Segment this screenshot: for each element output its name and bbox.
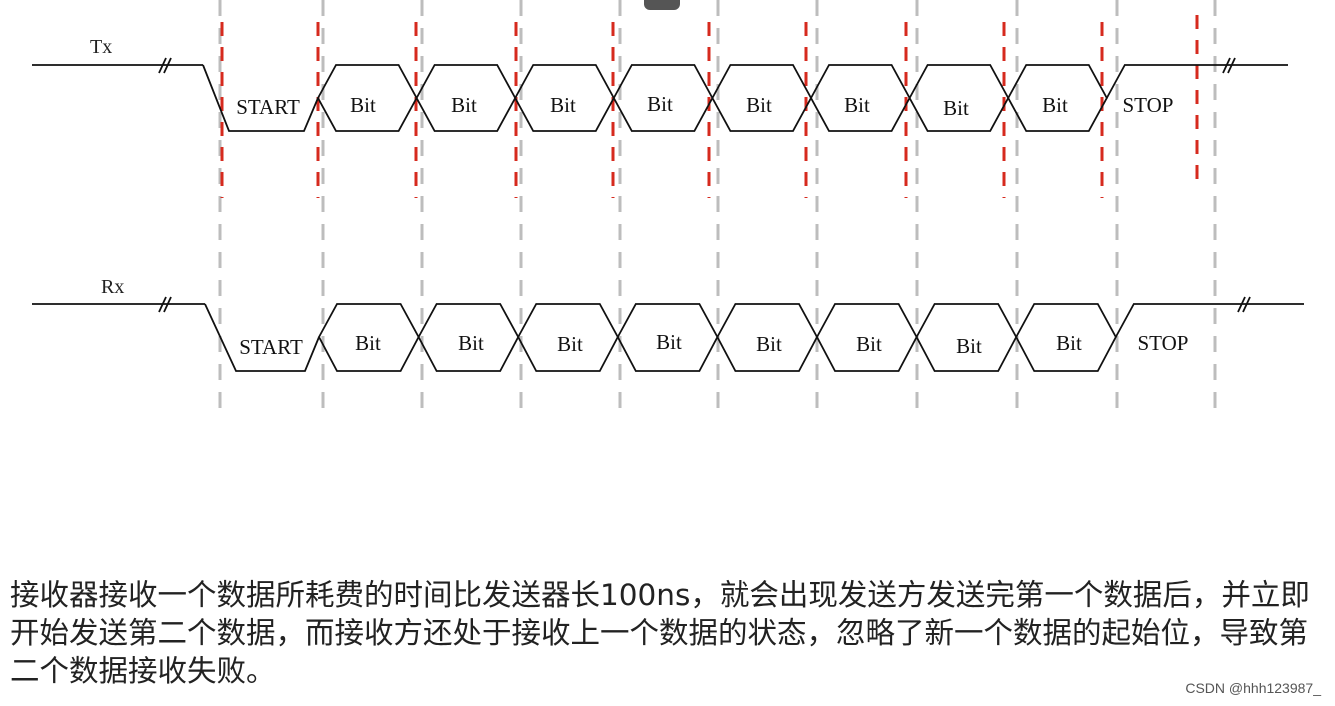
tx-segment-label-3: Bit <box>550 93 576 117</box>
tx-break-right-a <box>1222 57 1231 74</box>
rx-start-bit <box>204 303 320 372</box>
rx-segment-label-2: Bit <box>458 331 484 355</box>
tx-break-right-b <box>1227 57 1236 74</box>
rx-segment-label-1: Bit <box>355 331 381 355</box>
rx-segment-label-5: Bit <box>756 332 782 356</box>
tx-sample-markers <box>220 15 1199 198</box>
rx-segment-label-0: START <box>239 335 303 359</box>
tx-segment-label-0: START <box>236 95 300 119</box>
tx-break-left-b <box>163 57 172 74</box>
caption-text: 接收器接收一个数据所耗费的时间比发送器长100ns，就会出现发送方发送完第一个数… <box>10 578 1310 688</box>
rx-segment-label-8: Bit <box>1056 331 1082 355</box>
tx-segment-label-1: Bit <box>350 93 376 117</box>
tx-waveform <box>32 57 1288 132</box>
rx-break-left-b <box>163 296 172 313</box>
top-toolbar-tab <box>644 0 680 10</box>
rx-segment-label-4: Bit <box>656 330 682 354</box>
tx-segment-labels: START Bit Bit Bit Bit Bit Bit Bit Bit STOP <box>236 92 1173 120</box>
tx-signal-label: Tx <box>90 36 112 58</box>
tx-break-left-a <box>158 57 167 74</box>
rx-segment-label-3: Bit <box>557 332 583 356</box>
rx-segment-labels: START Bit Bit Bit Bit Bit Bit Bit Bit STOP <box>239 330 1188 359</box>
tx-start-bit <box>202 64 319 132</box>
tx-segment-label-8: Bit <box>1042 93 1068 117</box>
tx-segment-label-2: Bit <box>451 93 477 117</box>
rx-waveform <box>32 296 1304 372</box>
rx-break-right-b <box>1242 296 1251 313</box>
rx-signal-label: Rx <box>101 276 124 298</box>
rx-break-left-a <box>158 296 167 313</box>
rx-segment-label-6: Bit <box>856 332 882 356</box>
tx-segment-label-9: STOP <box>1123 93 1174 117</box>
watermark: CSDN @hhh123987_ <box>1185 680 1321 696</box>
rx-segment-label-9: STOP <box>1138 331 1189 355</box>
tx-stop-bit <box>1106 64 1288 99</box>
tx-segment-label-5: Bit <box>746 93 772 117</box>
tx-segment-label-4: Bit <box>647 92 673 116</box>
tx-segment-label-6: Bit <box>844 93 870 117</box>
rx-segment-label-7: Bit <box>956 334 982 358</box>
tx-segment-label-7: Bit <box>943 96 969 120</box>
rx-break-right-a <box>1237 296 1246 313</box>
